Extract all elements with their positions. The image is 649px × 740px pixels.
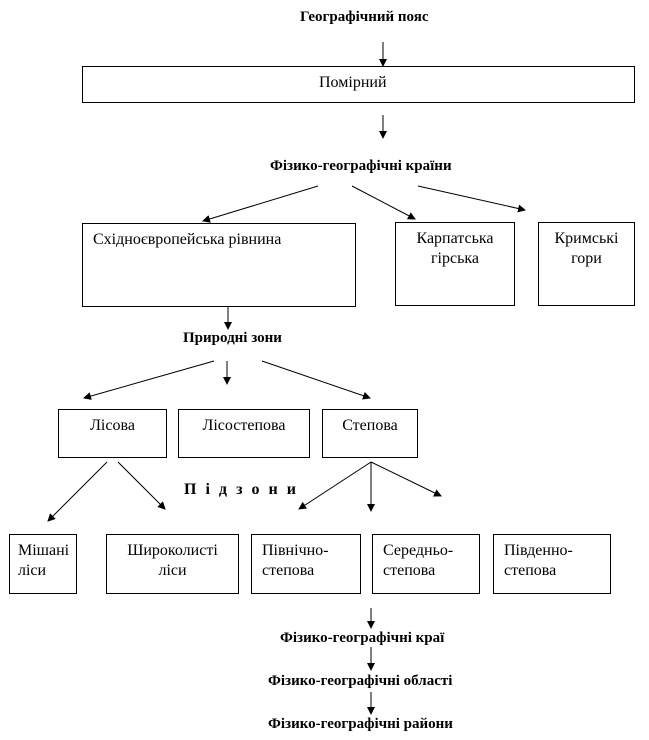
country-label-line2: гірська bbox=[430, 250, 480, 267]
geographic-belt-heading: Географічний пояс bbox=[300, 9, 429, 25]
subzone-box-middle-steppe: Середньо- степова bbox=[372, 534, 480, 594]
zone-box-forest-steppe: Лісостепова bbox=[178, 409, 310, 458]
subzone-box-mixed-forests: Мішані ліси bbox=[9, 534, 77, 594]
subzone-label-line1: Широколисті bbox=[127, 542, 218, 559]
subzone-label-line1: Північно- bbox=[262, 542, 329, 559]
physico-geographic-krai-label: Фізико-географічні краї bbox=[280, 630, 445, 646]
zone-label: Степова bbox=[342, 417, 398, 434]
subzone-label-line2: ліси bbox=[18, 562, 47, 579]
zone-box-steppe: Степова bbox=[322, 409, 418, 458]
arrow-to-eastern-plain bbox=[202, 185, 319, 223]
country-box-carpathian: Карпатська гірська bbox=[395, 222, 515, 306]
subzone-label-line2: степова bbox=[504, 562, 557, 579]
arrow-to-crimean bbox=[417, 185, 526, 213]
zone-label: Лісова bbox=[90, 417, 135, 434]
country-label-line1: Кримські bbox=[554, 230, 619, 247]
arrow-to-north-steppe bbox=[298, 461, 372, 510]
subzone-label-line1: Середньо- bbox=[383, 542, 454, 559]
subzone-box-north-steppe: Північно- степова bbox=[251, 534, 361, 594]
arrow-to-steppe bbox=[261, 360, 371, 400]
country-box-crimean: Кримські гори bbox=[538, 222, 635, 306]
subzone-box-south-steppe: Південно- степова bbox=[493, 534, 611, 594]
zone-box-forest: Лісова bbox=[58, 409, 167, 458]
natural-zones-heading: Природні зони bbox=[183, 330, 282, 346]
arrow-to-mixed-forests bbox=[47, 461, 108, 522]
country-label: Східноєвропейська рівнина bbox=[93, 231, 282, 248]
arrow-to-broadleaf-forests bbox=[117, 461, 166, 510]
subzone-box-broadleaf-forests: Широколисті ліси bbox=[106, 534, 239, 594]
country-box-eastern-european-plain: Східноєвропейська рівнина bbox=[82, 223, 356, 307]
belt-label: Помірний bbox=[319, 74, 387, 91]
temperate-belt-box: Помірний bbox=[82, 66, 635, 103]
subzone-label-line1: Південно- bbox=[504, 542, 573, 559]
subzone-label-line2: степова bbox=[383, 562, 436, 579]
physico-geographic-oblasti-label: Фізико-географічні області bbox=[268, 673, 453, 689]
arrow-to-south-steppe bbox=[370, 461, 442, 497]
country-label-line1: Карпатська bbox=[416, 230, 494, 247]
subzones-heading: Підзони bbox=[184, 481, 305, 498]
countries-heading: Фізико-географічні країни bbox=[270, 158, 452, 174]
subzone-label-line2: ліси bbox=[158, 562, 187, 579]
arrow-to-forest bbox=[83, 360, 215, 400]
arrow-to-carpathian bbox=[351, 185, 416, 220]
physico-geographic-raiony-label: Фізико-географічні райони bbox=[268, 716, 453, 732]
subzone-label-line1: Мішані bbox=[18, 542, 70, 559]
subzone-label-line2: степова bbox=[262, 562, 315, 579]
zone-label: Лісостепова bbox=[202, 417, 286, 434]
country-label-line2: гори bbox=[571, 250, 602, 267]
